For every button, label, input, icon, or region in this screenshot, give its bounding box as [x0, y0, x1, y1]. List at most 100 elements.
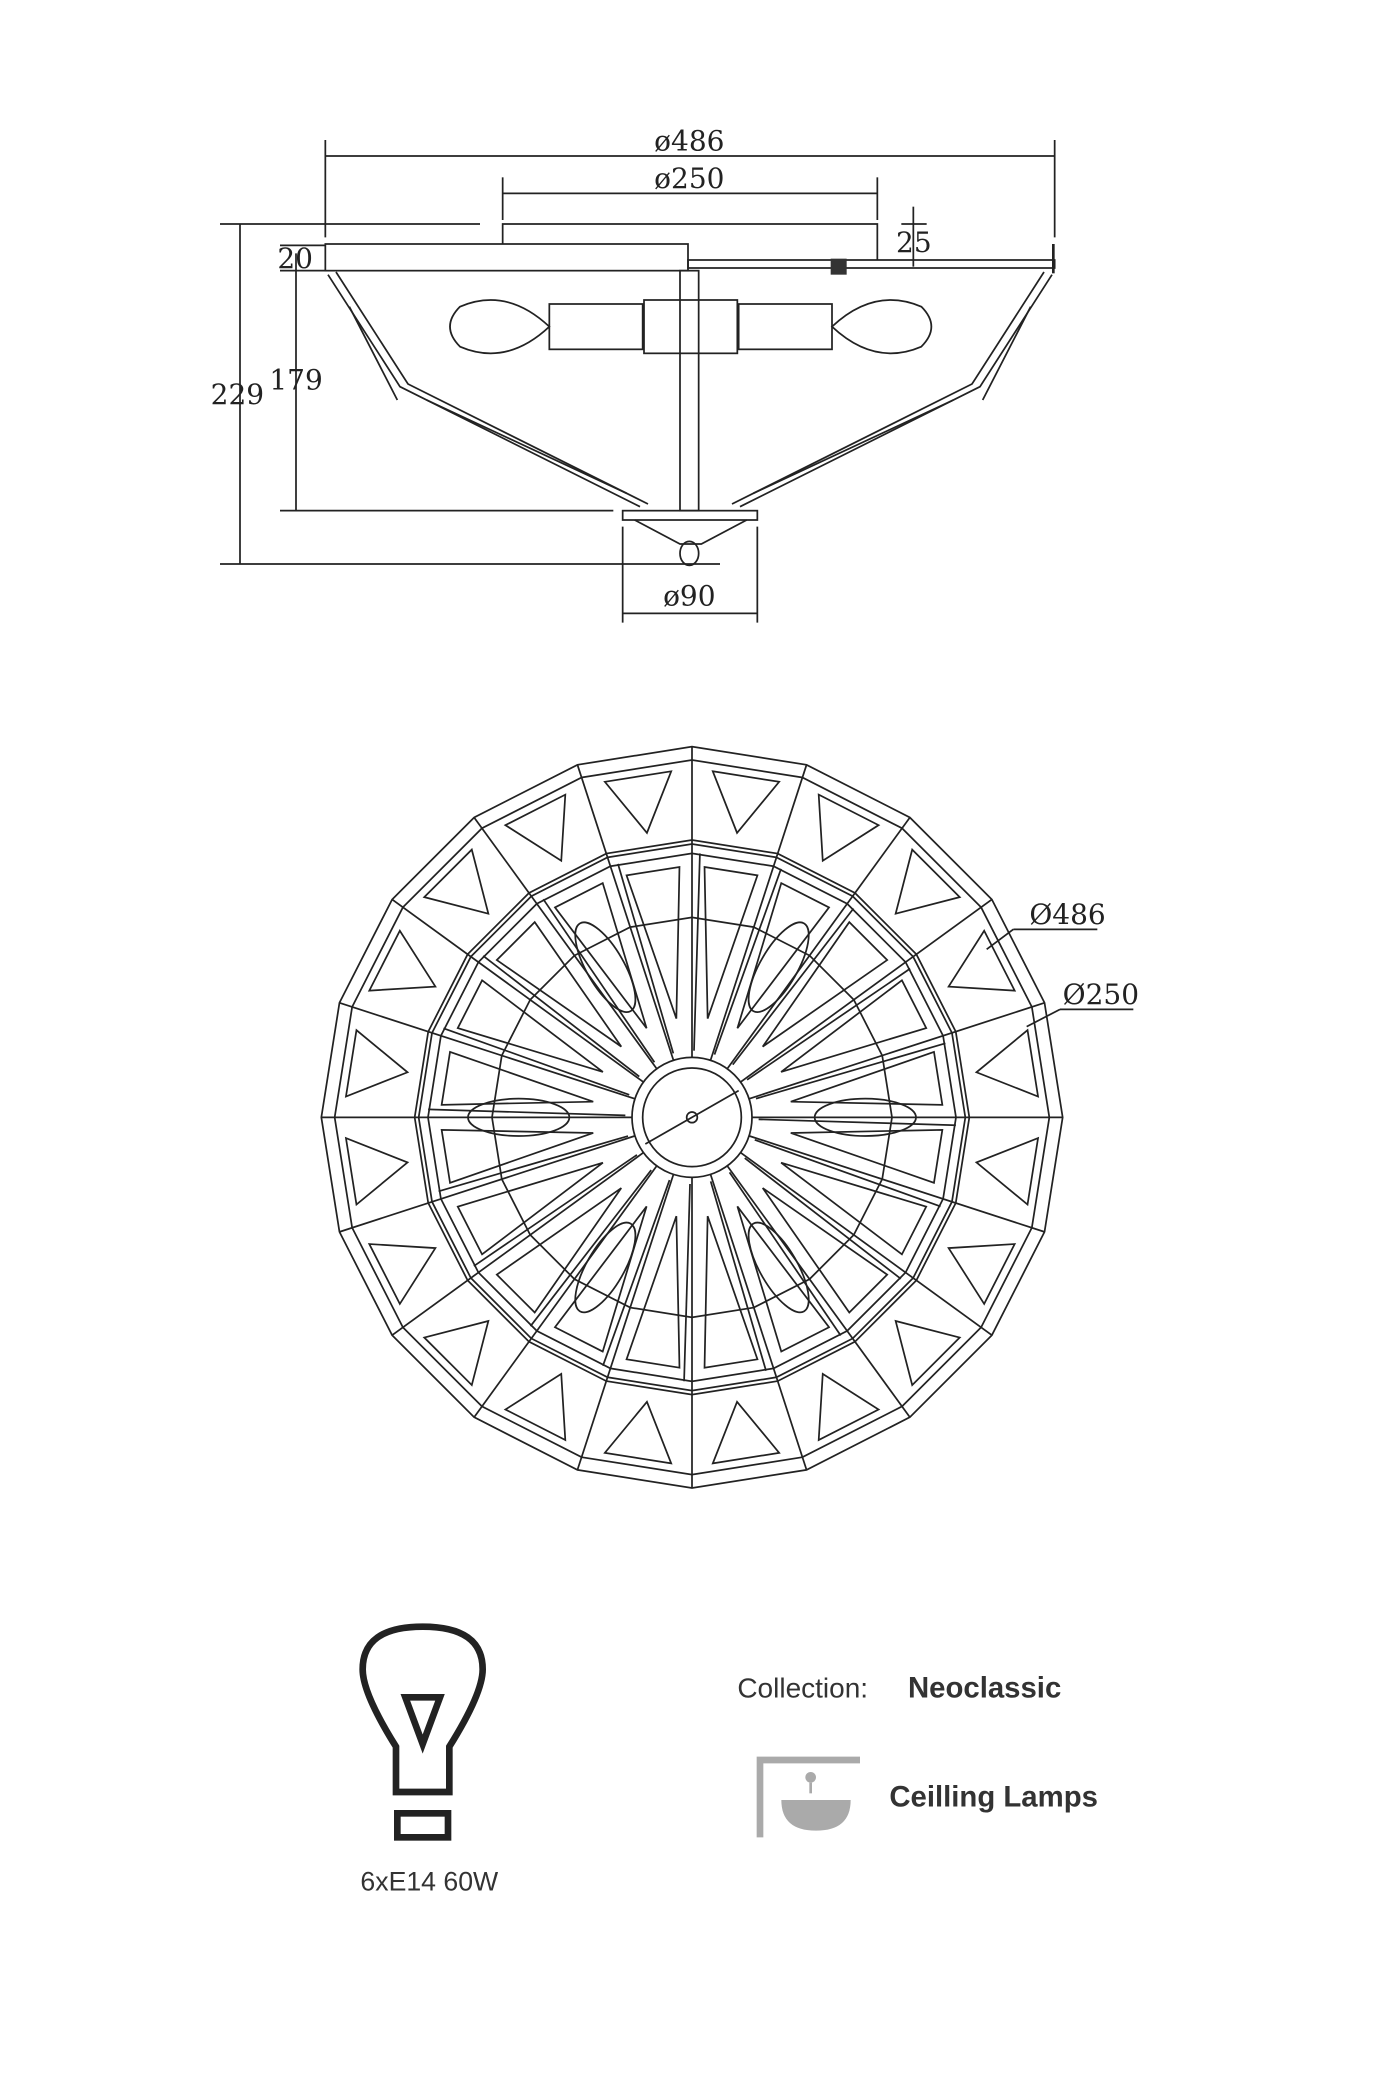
plan-spoke [748, 1135, 1045, 1233]
dim-shade-height: 179 [269, 363, 322, 396]
dim-bottom-diameter: ø90 [663, 579, 715, 612]
plan-spoke [473, 816, 658, 1070]
plan-outer-triangle [503, 793, 567, 863]
plan-panel-triangle [456, 1161, 604, 1256]
plan-spoke [391, 898, 644, 1083]
plan-spoke-edge [529, 1169, 652, 1327]
plan-spoke-edge [542, 898, 656, 1063]
plan-spoke-edge [746, 967, 911, 1081]
plan-outer-triangle [503, 1372, 567, 1442]
plan-dimensions: Ø486 Ø250 [986, 898, 1139, 1028]
plan-spoke-edge [758, 1118, 956, 1127]
plan-outer-triangle [894, 1319, 962, 1387]
plan-center-point [685, 1111, 699, 1124]
plan-panel-triangle [703, 1215, 759, 1369]
plan-outer-triangle [603, 770, 673, 835]
plan-spoke-edge [693, 853, 701, 1051]
plan-spoke [709, 1174, 808, 1471]
plan-outer-triangle [711, 770, 781, 835]
plan-outer-triangle [974, 1136, 1040, 1207]
plan-panel-triangle [440, 1050, 594, 1106]
plan-spoke-edge [713, 868, 782, 1055]
plan-spoke-edge [473, 1154, 638, 1267]
plan-panel-triangle [625, 865, 681, 1019]
plan-spoke [726, 1165, 911, 1418]
plan-outer-triangle [603, 1400, 673, 1465]
plan-spoke [748, 1001, 1045, 1100]
category-label: Ceilling Lamps [889, 1781, 1098, 1814]
plan-spoke-edge [602, 1179, 671, 1367]
plan-bulb-outline [747, 921, 810, 1013]
plan-outer-triangle [947, 1243, 1017, 1306]
bulb-spec: 6xE14 60W [360, 1867, 499, 1897]
plan-spoke [391, 1151, 644, 1336]
dim-canopy-diameter: ø250 [654, 162, 724, 195]
plan-spoke-edge [428, 1108, 626, 1117]
plan-spoke [709, 764, 808, 1061]
plan-outer-triangle [344, 1136, 410, 1207]
plan-bulb-outline [574, 921, 637, 1013]
plan-panel-triangle [790, 1128, 944, 1184]
plan-panel-triangle [440, 1128, 594, 1184]
plan-dim-overall-diameter: Ø486 [1029, 898, 1105, 931]
plan-bulb-outline [574, 1221, 637, 1314]
plan-panel-triangle [736, 1205, 831, 1353]
plan-outer-triangle [947, 929, 1017, 992]
plan-outer-triangle [817, 1372, 881, 1442]
plan-panel-triangle [495, 1187, 623, 1314]
plan-panel-triangle [790, 1050, 944, 1106]
plan-spoke [473, 1165, 658, 1418]
plan-spoke [726, 816, 911, 1070]
plan-panel-triangle [553, 1205, 648, 1353]
plan-panel-triangle [703, 865, 759, 1019]
plan-panel-triangle [780, 1161, 928, 1256]
collection-label: Collection: [737, 1672, 868, 1703]
plan-spoke-edge [683, 1183, 691, 1382]
plan-center-ring [631, 1056, 753, 1179]
plan-panel-triangle [456, 978, 604, 1073]
plan-view [320, 745, 1064, 1489]
plan-spoke-edge [617, 863, 675, 1054]
plan-panel-triangle [761, 920, 889, 1048]
plan-panel-triangle [761, 1187, 889, 1314]
plan-spoke-edge [438, 1135, 629, 1193]
plan-center-line [644, 1089, 740, 1145]
plan-spoke-edge [755, 1042, 946, 1100]
plan-spoke [576, 764, 675, 1061]
light-bulb-icon [359, 1623, 487, 1841]
dim-canopy-height: 25 [896, 226, 932, 259]
plan-outer-triangle [817, 793, 881, 863]
plan-spoke [740, 898, 993, 1083]
plan-outer-triangle [367, 1243, 437, 1306]
plan-spoke-edge [443, 1027, 630, 1096]
plan-center-inner [641, 1067, 743, 1168]
plan-bulb-outline [813, 1097, 917, 1137]
plan-spoke-edge [754, 1139, 941, 1208]
plan-bulb-outline [467, 1097, 571, 1137]
plan-spoke-edge [732, 907, 855, 1066]
plan-outer-triangle [422, 847, 490, 915]
plan-dim-canopy-diameter: Ø250 [1063, 978, 1139, 1011]
plan-spoke-edge [709, 1181, 767, 1371]
plan-panel-triangle [553, 881, 648, 1029]
dim-overall-diameter: ø486 [654, 125, 724, 158]
plan-outer-triangle [974, 1028, 1040, 1098]
plan-spoke [740, 1151, 993, 1336]
plan-outer-triangle [711, 1400, 781, 1465]
plan-outer-triangle [422, 1319, 490, 1387]
plan-spoke [339, 1001, 636, 1100]
collection-value: Neoclassic [908, 1671, 1061, 1704]
dim-total-height: 229 [211, 378, 264, 411]
plan-spoke-edge [728, 1171, 842, 1336]
plan-outer-triangle [344, 1028, 410, 1098]
plan-panel-triangle [780, 978, 928, 1073]
plan-spoke [576, 1174, 675, 1471]
plan-panel-triangle [736, 881, 831, 1029]
plan-spoke [339, 1135, 636, 1233]
ceiling-lamp-icon [756, 1756, 860, 1838]
plan-spoke-edge [744, 1157, 902, 1280]
plan-outer-triangle [367, 929, 437, 992]
side-view: ø486 ø250 25 20 229 179 ø90 [211, 125, 1056, 623]
plan-outer-triangle [894, 847, 962, 915]
